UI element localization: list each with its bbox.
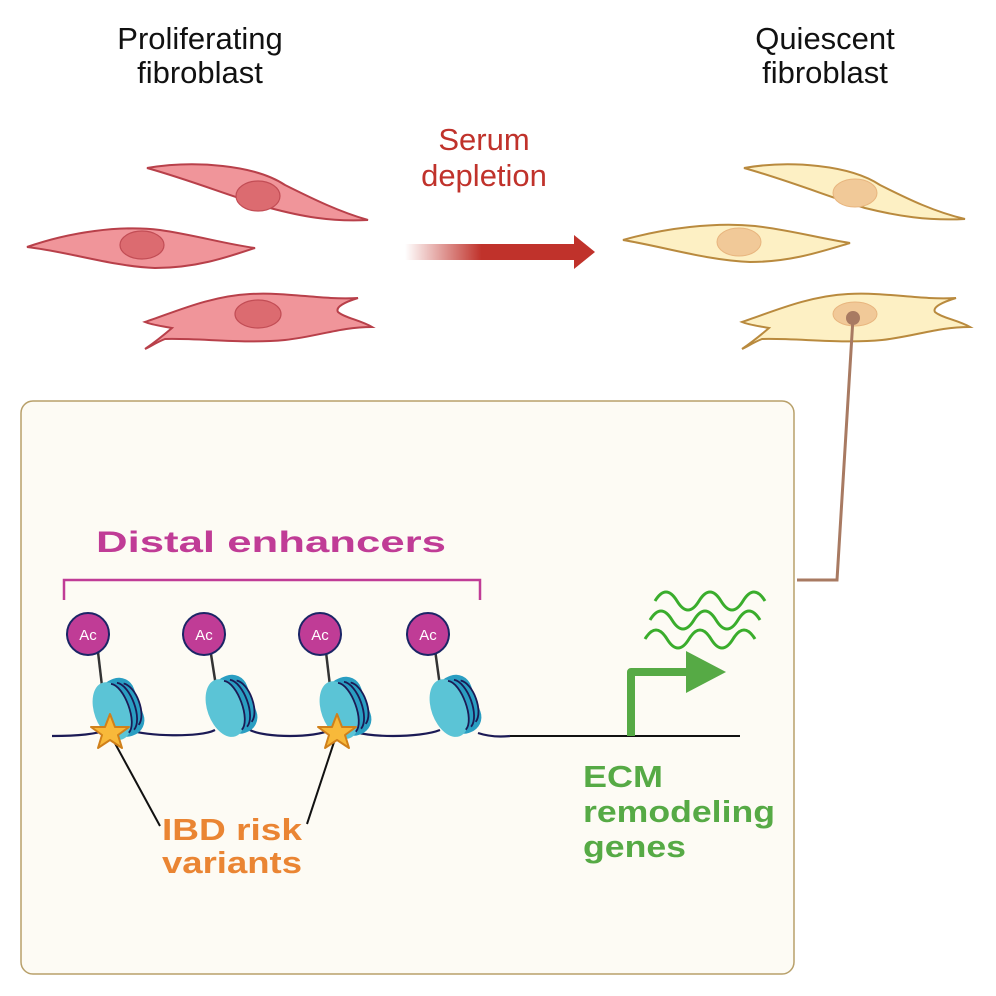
nucleosome-4: Ac bbox=[406, 612, 482, 737]
zoom-connector bbox=[797, 311, 860, 582]
nucleus bbox=[235, 180, 281, 212]
ecm-label-line1: ECM bbox=[583, 759, 663, 794]
ecm-label-line2: remodeling bbox=[583, 794, 775, 829]
serum-depletion-arrow bbox=[405, 235, 595, 269]
acetyl-label: Ac bbox=[195, 627, 213, 644]
nucleosome-2: Ac bbox=[182, 612, 258, 737]
mrna-transcripts-icon bbox=[643, 590, 767, 650]
nucleus bbox=[716, 227, 762, 257]
proliferating-title-line2: fibroblast bbox=[137, 55, 263, 90]
serum-label-line2: depletion bbox=[421, 158, 547, 193]
ecm-label-line3: genes bbox=[583, 829, 686, 864]
nucleus bbox=[119, 230, 165, 260]
star-icon bbox=[317, 713, 357, 749]
proliferating-cell-3 bbox=[142, 292, 376, 350]
nucleus bbox=[832, 178, 878, 208]
proliferating-title-line1: Proliferating bbox=[117, 21, 282, 56]
ibd-label-line2: variants bbox=[162, 845, 302, 880]
quiescent-title-line2: fibroblast bbox=[762, 55, 888, 90]
serum-label-line1: Serum bbox=[438, 122, 529, 157]
transcription-start-arrow bbox=[627, 651, 726, 736]
proliferating-cell-1 bbox=[146, 163, 369, 222]
proliferating-cell-2 bbox=[26, 227, 256, 270]
acetyl-label: Ac bbox=[79, 627, 97, 644]
acetyl-label: Ac bbox=[419, 627, 437, 644]
variant-pointer-2 bbox=[306, 735, 337, 825]
quiescent-cell-1 bbox=[743, 163, 966, 221]
dna-strand bbox=[51, 728, 740, 738]
star-icon bbox=[90, 713, 130, 749]
chromatin-panel bbox=[20, 400, 795, 975]
distal-enhancers-label: Distal enhancers bbox=[96, 526, 446, 559]
proliferating-cells bbox=[26, 163, 376, 350]
acetyl-label: Ac bbox=[311, 627, 329, 644]
ibd-label-line1: IBD risk bbox=[162, 812, 303, 847]
quiescent-title-line1: Quiescent bbox=[755, 21, 895, 56]
nucleus bbox=[234, 299, 282, 329]
enhancer-bracket bbox=[62, 578, 482, 600]
quiescent-cell-2 bbox=[622, 223, 851, 264]
variant-pointer-1 bbox=[110, 735, 161, 827]
nucleosome-3: Ac bbox=[298, 612, 372, 739]
quiescent-cells bbox=[622, 163, 974, 350]
